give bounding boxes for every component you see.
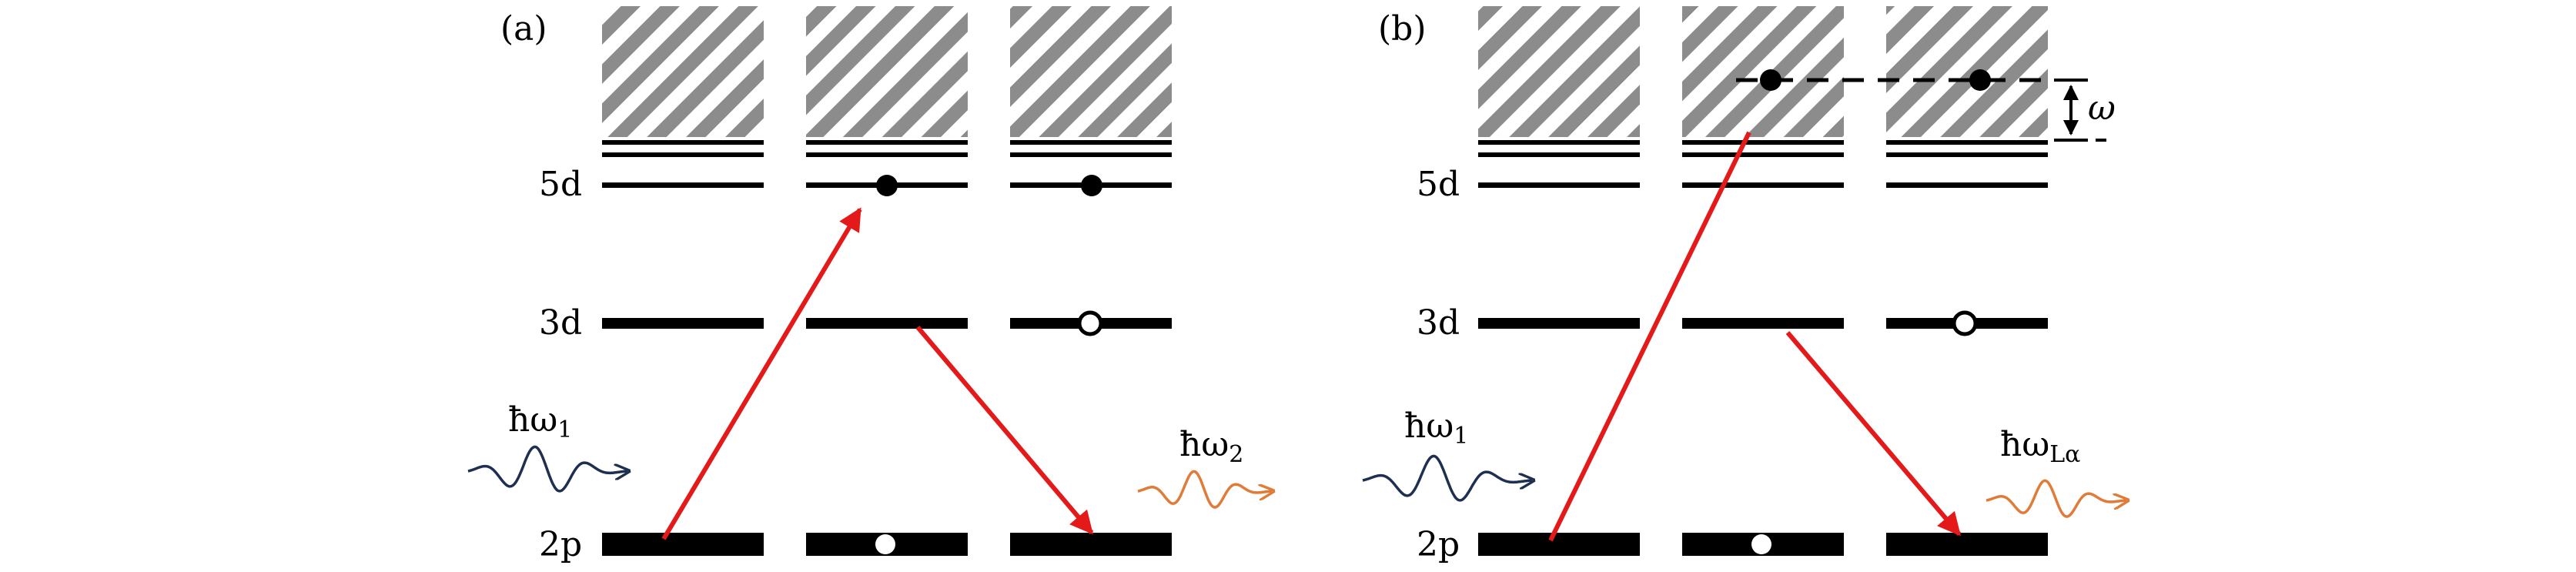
panel-b-photon-out: ħωLα: [1986, 425, 2126, 518]
absorption-arrow: [661, 207, 862, 540]
panel-a-level-2p-label: 2p: [539, 525, 582, 564]
continuum-block: [1886, 6, 2048, 137]
level-3d: [1478, 318, 1640, 329]
photon-out-wave: [1986, 479, 2126, 518]
level-3d: [806, 318, 968, 329]
panel-b-level-5d-label: 5d: [1417, 165, 1460, 204]
photon-out-wave: [1137, 470, 1272, 509]
rydberg-level: [1682, 152, 1844, 157]
rydberg-level: [1010, 152, 1172, 157]
panel-a-level-3d-label: 3d: [539, 303, 582, 343]
panel-a-level-5d-label: 5d: [539, 165, 582, 204]
continuum-block: [1478, 6, 1640, 137]
rydberg-level: [1682, 140, 1844, 145]
level-5d: [1886, 182, 2048, 188]
panel-b-level-2p-label: 2p: [1417, 525, 1460, 564]
photon-in-label: ħω1: [508, 400, 572, 443]
panel-a: (a) 5d 3d 2p: [467, 6, 1272, 564]
continuum-block: [602, 6, 764, 137]
panel-b-label: (b): [1378, 9, 1427, 49]
detuning-label: ω: [2088, 89, 2116, 128]
level-2p: [1478, 533, 1640, 556]
rydberg-level: [1886, 140, 2048, 145]
level-3d: [1682, 318, 1844, 329]
panel-b-photon-in: ħω1: [1362, 406, 1532, 502]
continuum-block: [806, 6, 968, 137]
detuning-marker: ω: [2054, 79, 2116, 142]
photon-in-wave: [1362, 454, 1532, 502]
panel-a-column-2: [806, 6, 968, 556]
panel-a-column-1: [602, 6, 764, 556]
emission-arrow: [915, 326, 1094, 535]
continuum-block: [1010, 6, 1172, 137]
level-3d: [602, 318, 764, 329]
core-hole: [1751, 534, 1771, 554]
absorption-arrow: [1548, 131, 1751, 542]
rydberg-level: [602, 152, 764, 157]
photon-in-label: ħω1: [1404, 406, 1468, 450]
rydberg-level: [1886, 152, 2048, 157]
rydberg-level: [806, 152, 968, 157]
rydberg-level: [1478, 140, 1640, 145]
level-5d: [1682, 182, 1844, 188]
level-5d: [602, 182, 764, 188]
hole-circle: [1952, 310, 1978, 336]
panel-a-label: (a): [500, 9, 547, 49]
panel-b-column-3: [1886, 6, 2048, 556]
electron-dot: [1760, 69, 1781, 91]
level-5d: [1478, 182, 1640, 188]
level-2p: [1010, 533, 1172, 556]
photon-out-label: ħω2: [1179, 425, 1243, 468]
rydberg-level: [1478, 152, 1640, 157]
panel-a-photon-out: ħω2: [1137, 425, 1272, 509]
panel-b-level-3d-label: 3d: [1417, 303, 1460, 343]
photon-in-wave: [467, 445, 627, 493]
panel-a-photon-in: ħω1: [467, 400, 627, 493]
panel-b: (b) 5d 3d 2p: [1362, 6, 2126, 564]
rydberg-level: [806, 140, 968, 145]
rydberg-level: [602, 140, 764, 145]
electron-dot: [876, 175, 898, 196]
photon-out-label: ħωLα: [2000, 425, 2080, 468]
panel-b-column-2: [1682, 6, 1844, 556]
rydberg-level: [1010, 140, 1172, 145]
core-hole: [875, 534, 895, 554]
panel-a-column-3: [1010, 6, 1172, 556]
level-2p: [602, 533, 764, 556]
electron-dot: [1081, 175, 1102, 196]
level-2p: [1886, 533, 2048, 556]
hole-circle: [1077, 310, 1103, 336]
electron-dot: [1969, 69, 1991, 91]
continuum-block: [1682, 6, 1844, 137]
emission-arrow: [1785, 331, 1962, 537]
panel-b-column-1: [1478, 6, 1640, 556]
